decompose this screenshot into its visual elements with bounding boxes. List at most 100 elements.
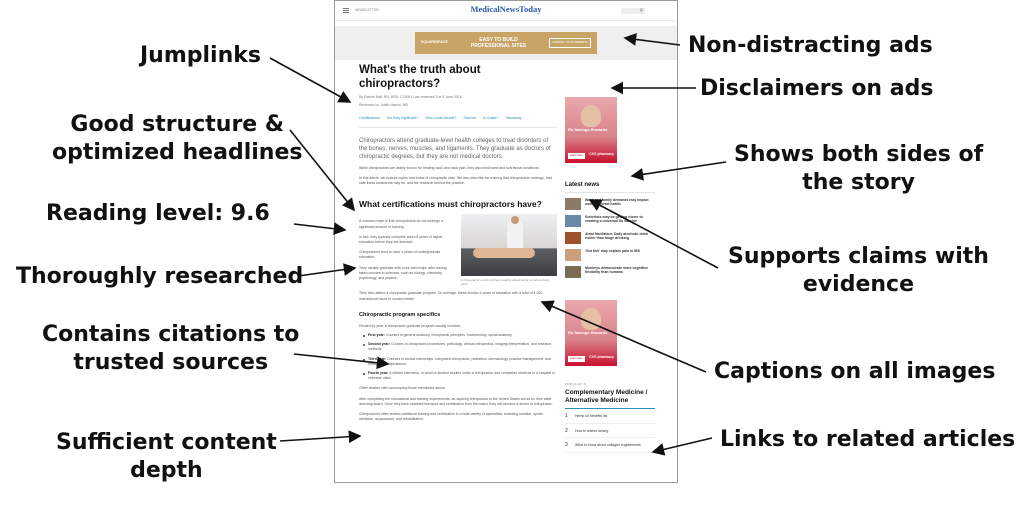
news-thumbnail: [565, 231, 581, 244]
search-input[interactable]: [621, 8, 645, 14]
article-reviewer: Reviewed by Judith Marcin, MD: [359, 102, 409, 107]
ad-cta: CREATE YOUR WEBSITE: [549, 38, 591, 48]
paragraph: In fact, they typically complete about 8…: [359, 234, 443, 244]
related-number: 3: [565, 442, 568, 449]
callout-structure: Good structure & optimized headlines: [52, 112, 303, 165]
callout-captions: Captions on all images: [714, 359, 996, 384]
list-item: Fourth year: A clinical internship, in w…: [359, 371, 557, 381]
bullet-icon: [363, 335, 365, 337]
news-headline[interactable]: Monkeys demonstrate more cognitive flexi…: [585, 265, 648, 275]
news-headline[interactable]: 'Gut fish' may explain pain in IBS: [585, 248, 640, 253]
callout-ads: Non-distracting ads: [688, 33, 933, 58]
news-thumbnail: [565, 197, 581, 210]
article-screenshot: NEWSLETTER MedicalNewsToday ⚲ SQUARESPAC…: [334, 0, 678, 483]
callout-both-sides: Shows both sides of the story: [734, 142, 984, 195]
article-body: What's the truth about chiropractors? By…: [359, 63, 557, 422]
jumplink-takeaway[interactable]: Takeaway: [505, 116, 522, 121]
callout-evidence: Supports claims with evidence: [728, 244, 989, 297]
section-heading: What certifications must chiropractors h…: [359, 199, 542, 210]
related-article[interactable]: 3 What to know about collagen supplements: [565, 443, 655, 453]
sidebar-ad-button[interactable]: Learn more: [568, 153, 585, 159]
practitioner-head: [511, 216, 519, 225]
paragraph: Other studies often accompany those ment…: [359, 386, 446, 391]
jumplink-science[interactable]: Science: [463, 116, 477, 121]
callout-reading-level: Reading level: 9.6: [46, 201, 270, 226]
top-ad-banner[interactable]: SQUARESPACE EASY TO BUILD PROFESSIONAL S…: [415, 32, 597, 54]
related-title[interactable]: How to relieve itching: [575, 428, 609, 433]
paragraph: While chiropractors are widely known for…: [359, 165, 540, 170]
related-article[interactable]: 2 How to relieve itching: [565, 427, 655, 439]
newsletter-link[interactable]: NEWSLETTER: [355, 7, 379, 12]
search-icon[interactable]: ⚲: [639, 8, 643, 14]
list-item-label: Fourth year:: [368, 371, 389, 376]
patient-figure: [473, 248, 535, 259]
related-number: 2: [565, 427, 568, 434]
paragraph: Chiropractors often receive additional t…: [359, 412, 543, 422]
paragraph: A common myth is that chiropractors do n…: [359, 219, 444, 229]
sidebar-ad-button[interactable]: Learn more: [568, 356, 585, 362]
paragraph: They usually graduate with a pre-med maj…: [359, 265, 447, 281]
chiropractor-photo: [461, 214, 557, 277]
related-title[interactable]: Hemp oil benefits list: [575, 414, 608, 419]
paragraph: In this article, we explore myths and tr…: [359, 175, 553, 186]
news-item[interactable]: 'Gut fish' may explain pain in IBS: [565, 248, 655, 261]
bullet-icon: [363, 344, 365, 347]
callout-researched: Thoroughly researched: [16, 264, 304, 289]
list-item-label: First year:: [368, 333, 385, 337]
news-thumbnail: [565, 248, 581, 261]
paragraph: Chiropractors tend to have 4 years of un…: [359, 250, 441, 260]
list-item-text: A clinical internship, in which a studen…: [368, 371, 556, 381]
list-item-text: Courses in clinical internships, integra…: [368, 356, 551, 366]
paragraph: Divided by year, a chiropractic graduate…: [359, 323, 461, 328]
news-item[interactable]: Work and family demands may impact women…: [565, 197, 655, 210]
related-number: 1: [565, 413, 568, 420]
site-header: NEWSLETTER MedicalNewsToday ⚲: [335, 1, 677, 21]
category-title[interactable]: Complementary Medicine / Alternative Med…: [565, 389, 655, 410]
list-item-label: Second year:: [368, 342, 390, 347]
callout-disclaimers: Disclaimers on ads: [700, 76, 934, 101]
bullet-icon: [363, 373, 365, 376]
news-thumbnail: [565, 214, 581, 227]
sidebar-ad[interactable]: Rx Savings Rewards Learn more CVS pharma…: [565, 97, 617, 163]
latest-news-title: Latest news: [565, 182, 655, 193]
list-item-text: Courses in general anatomy, chiropractic…: [385, 333, 513, 337]
news-thumbnail: [565, 265, 581, 278]
news-headline[interactable]: Work and family demands may impact women…: [585, 197, 649, 207]
list-item: First year: Courses in general anatomy, …: [359, 333, 557, 338]
bullet-icon: [363, 358, 365, 361]
related-article[interactable]: 1 Hemp oil benefits list: [565, 414, 655, 424]
news-item[interactable]: Monkeys demonstrate more cognitive flexi…: [565, 265, 655, 278]
paragraph: They then attend a chiropractic graduate…: [359, 291, 543, 301]
image-column: A chiropractor's work involves treating …: [461, 214, 557, 286]
image-caption: A chiropractor's work involves treating …: [461, 278, 550, 287]
callout-jumplinks: Jumplinks: [140, 43, 261, 68]
practitioner-figure: [507, 220, 523, 251]
sidebar-ad-brand: CVS pharmacy: [589, 152, 614, 157]
jumplink-legitimate[interactable]: Are they legitimate?: [386, 116, 419, 121]
news-item[interactable]: Atrial fibrillation: Daily alcoholic dri…: [565, 231, 655, 244]
list-item: Third year: Courses in clinical internsh…: [359, 357, 557, 367]
ad-model-face: [581, 307, 601, 330]
sidebar-ad-2[interactable]: Rx Savings Rewards Learn more CVS pharma…: [565, 299, 617, 366]
sidebar: Rx Savings Rewards Learn more CVS pharma…: [565, 97, 655, 453]
list-item: Second year: Courses in chiropractic pro…: [359, 342, 557, 352]
jumplink-who-benefit[interactable]: Who could benefit?: [425, 116, 457, 121]
news-item[interactable]: Scientists may be getting closer to crea…: [565, 214, 655, 227]
list-item-label: Third year:: [368, 356, 387, 361]
jumplink-safe[interactable]: Is it safe?: [483, 116, 499, 121]
text-column: A common myth is that chiropractors do n…: [359, 214, 455, 286]
callout-related: Links to related articles: [720, 427, 1016, 452]
article-title: What's the truth about chiropractors?: [359, 64, 481, 90]
paragraph: After completing the educational and tra…: [359, 396, 553, 406]
sidebar-ad-text: Rx Savings Rewards: [568, 127, 608, 132]
ad-brand: SQUARESPACE: [421, 40, 448, 45]
news-headline[interactable]: Scientists may be getting closer to crea…: [585, 214, 643, 224]
callout-citations: Contains citations to trusted sources: [42, 322, 300, 375]
jumplink-certifications[interactable]: Certifications: [359, 116, 380, 121]
related-title[interactable]: What to know about collagen supplements: [575, 443, 641, 448]
subsection-heading: Chiropractic program specifics: [359, 311, 441, 318]
hamburger-menu-icon[interactable]: [343, 8, 349, 13]
news-headline[interactable]: Atrial fibrillation: Daily alcoholic dri…: [585, 231, 649, 241]
ad-model-face: [581, 105, 601, 127]
sidebar-ad-text: Rx Savings Rewards: [568, 329, 608, 335]
